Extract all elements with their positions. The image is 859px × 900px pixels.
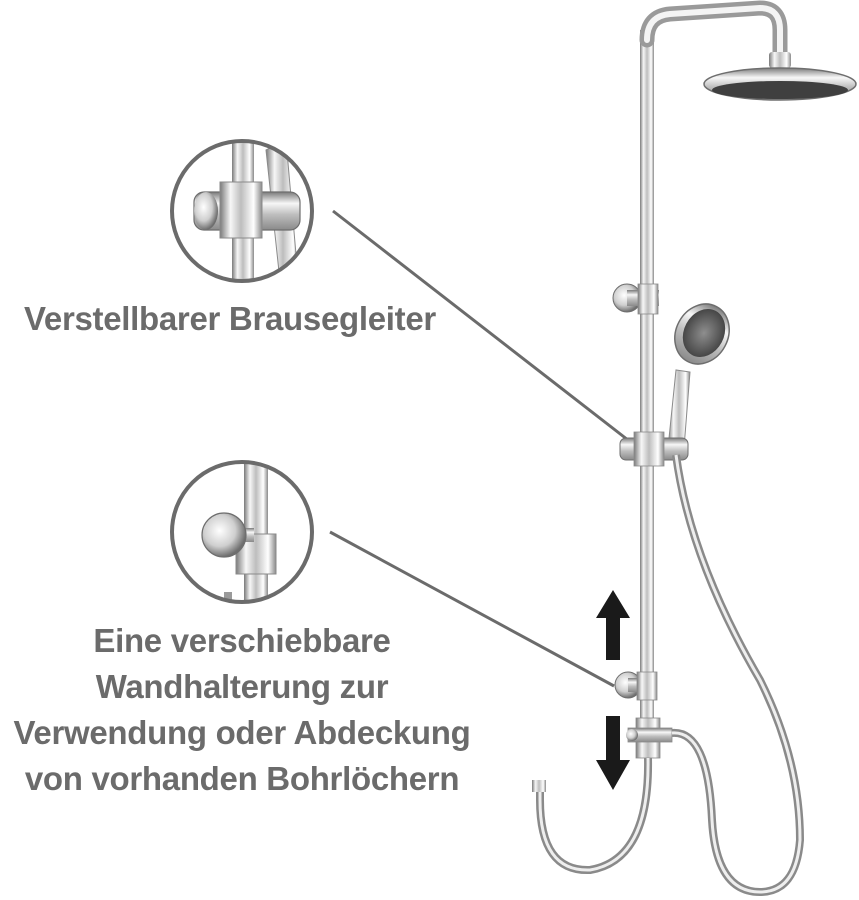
- bracket-label-line-2: Wandhalterung zur: [95, 668, 389, 705]
- bracket-leader-line: [329, 530, 615, 688]
- bracket-label-line-4: von vorhanden Bohrlöchern: [24, 760, 460, 797]
- bracket-label-line-3: Verwendung oder Abdeckung: [13, 714, 471, 751]
- riser-pipe: [640, 30, 654, 730]
- slider-leader-line: [332, 209, 629, 442]
- bracket-label-line-1: Eine verschiebbare: [93, 622, 391, 659]
- supply-hose: [536, 757, 653, 875]
- diverter-valve: [626, 717, 673, 759]
- slider-detail-callout: [170, 139, 314, 283]
- arrow-down-icon: [596, 716, 630, 790]
- bracket-detail-callout: [170, 460, 314, 604]
- hand-shower: [667, 303, 730, 449]
- rain-shower-head: [703, 52, 857, 101]
- lower-wall-bracket: [614, 671, 658, 701]
- shower-slider: [619, 431, 689, 467]
- arrow-up-icon: [596, 590, 630, 660]
- upper-wall-bracket: [612, 283, 659, 315]
- slider-callout-label: Verstellbarer Brausegleiter: [24, 300, 436, 337]
- bracket-callout-label: Eine verschiebbare Wandhalterung zur Ver…: [0, 618, 484, 802]
